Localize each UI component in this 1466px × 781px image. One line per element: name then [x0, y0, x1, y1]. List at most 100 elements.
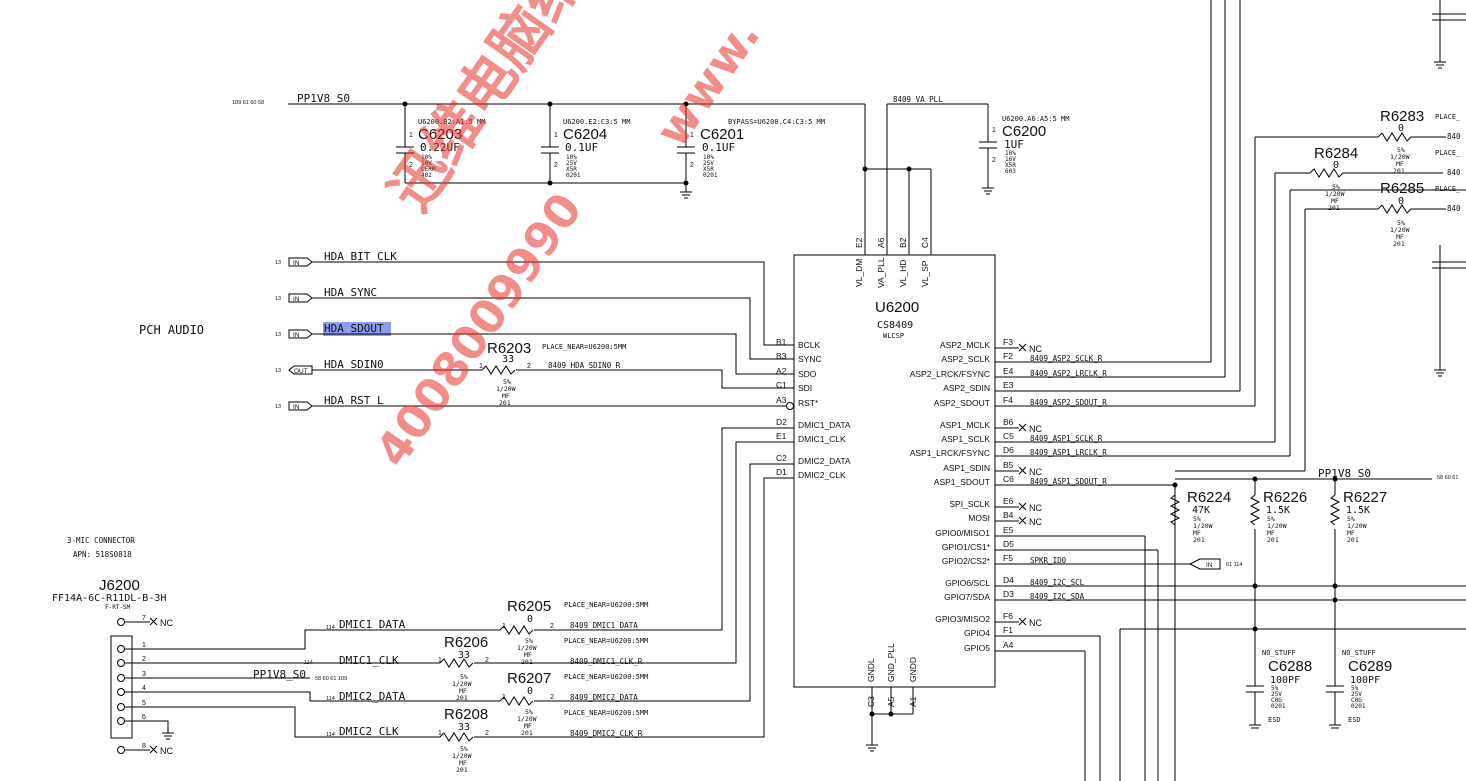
- svg-text:C6289: C6289: [1348, 658, 1392, 675]
- svg-text:C6288: C6288: [1268, 658, 1312, 675]
- svg-text:2: 2: [485, 730, 489, 737]
- spkr-id-offpage: IN 61 114: [1188, 558, 1242, 570]
- svg-text:10%: 10%: [703, 154, 714, 161]
- svg-text:GNDD: GNDD: [908, 657, 918, 682]
- svg-text:10%: 10%: [566, 154, 577, 161]
- svg-text:X5R: X5R: [1005, 162, 1016, 169]
- svg-text:C5: C5: [1003, 431, 1014, 441]
- svg-text:NO_STUFF: NO_STUFF: [1262, 649, 1296, 657]
- svg-text:1/20W: 1/20W: [452, 752, 472, 760]
- resistor-r6284: R6284 0 5% 1/20W MF 201 PLACE_ 840: [1309, 145, 1461, 212]
- svg-text:5%: 5%: [460, 745, 468, 753]
- svg-text:DMIC2_CLK: DMIC2_CLK: [339, 725, 399, 738]
- svg-text:BYPASS=U6200.C4:C3:5 MM: BYPASS=U6200.C4:C3:5 MM: [728, 118, 825, 126]
- svg-text:IN: IN: [293, 404, 300, 411]
- series-resistors-right: R6283 0 5% 1/20W MF 201 PLACE_ 840 R6284…: [1309, 0, 1466, 377]
- resistor-r6203: R6203 33 PLACE_NEAR=U6200:5MM 5% 1/20W M…: [479, 340, 626, 407]
- svg-text:1/20W: 1/20W: [452, 680, 472, 688]
- svg-text:APN: 518S0818: APN: 518S0818: [73, 550, 132, 559]
- right-pullups: PP1V8_S0 58 60 61 R6224 47K 5% 1/20W MF …: [1169, 467, 1458, 729]
- svg-text:8409_ASP2_LRCLK_R: 8409_ASP2_LRCLK_R: [1030, 369, 1107, 378]
- svg-text:10%: 10%: [421, 154, 432, 161]
- svg-text:GNDL: GNDL: [866, 658, 876, 682]
- svg-text:NC: NC: [1029, 344, 1042, 354]
- svg-text:E3: E3: [1003, 380, 1014, 390]
- selection-highlight: [323, 322, 391, 336]
- svg-text:8409_ASP2_SDOUT_R: 8409_ASP2_SDOUT_R: [1030, 398, 1107, 407]
- svg-text:1: 1: [142, 642, 146, 649]
- svg-text:ASP1_SCLK: ASP1_SCLK: [941, 434, 990, 444]
- svg-text:1: 1: [690, 132, 694, 139]
- svg-text:33: 33: [458, 650, 470, 661]
- svg-text:201: 201: [456, 694, 468, 702]
- svg-text:10V: 10V: [421, 160, 432, 167]
- nc-markers: NC NC NC NC NC NC: [995, 343, 1042, 628]
- watermark-number: 4008009990: [365, 183, 593, 476]
- svg-text:DMIC2_DATA: DMIC2_DATA: [339, 690, 406, 703]
- svg-text:5%: 5%: [1347, 515, 1355, 523]
- svg-text:114: 114: [326, 732, 335, 738]
- svg-text:33: 33: [502, 354, 514, 365]
- svg-text:R6227: R6227: [1343, 489, 1387, 506]
- svg-text:ASP2_LRCK/FSYNC: ASP2_LRCK/FSYNC: [910, 369, 990, 379]
- svg-text:840: 840: [1447, 204, 1461, 213]
- svg-text:0201: 0201: [566, 172, 581, 179]
- svg-text:B3: B3: [776, 351, 787, 361]
- hda-sdout-label[interactable]: HDA_SDOUT: [324, 322, 384, 335]
- svg-text:0: 0: [1398, 123, 1404, 134]
- svg-text:SPI_SCLK: SPI_SCLK: [949, 499, 990, 509]
- svg-text:8409_DMIC1_CLK_R: 8409_DMIC1_CLK_R: [570, 657, 643, 666]
- svg-text:ASP1_MCLK: ASP1_MCLK: [940, 420, 990, 430]
- svg-text:DMIC2_CLK: DMIC2_CLK: [798, 470, 846, 480]
- svg-text:R6285: R6285: [1380, 180, 1424, 197]
- svg-text:3-MIC CONNECTOR: 3-MIC CONNECTOR: [67, 536, 135, 545]
- svg-text:U6200.E2:C3:5 MM: U6200.E2:C3:5 MM: [563, 118, 630, 126]
- bypass-capacitors: U6200.B2:A1:5 MM C6203 0.22UF 10% 10V CE…: [396, 104, 825, 199]
- svg-text:58 60 61 109: 58 60 61 109: [315, 676, 347, 682]
- svg-text:NC: NC: [160, 618, 173, 628]
- svg-text:ASP2_SDOUT: ASP2_SDOUT: [934, 398, 990, 408]
- svg-text:R6206: R6206: [444, 634, 488, 651]
- svg-text:A2: A2: [776, 366, 787, 376]
- svg-text:13: 13: [275, 368, 281, 374]
- svg-text:MF: MF: [502, 392, 510, 400]
- svg-text:5%: 5%: [460, 673, 468, 681]
- top-power-rail: 109 61 60 58 PP1V8_S0: [232, 92, 866, 255]
- svg-text:25V: 25V: [1271, 691, 1282, 698]
- svg-text:MF: MF: [524, 722, 532, 730]
- svg-text:NO_STUFF: NO_STUFF: [1342, 649, 1376, 657]
- svg-text:R6224: R6224: [1187, 489, 1231, 506]
- svg-text:ASP2_SDIN: ASP2_SDIN: [943, 383, 990, 393]
- svg-text:D3: D3: [1003, 589, 1014, 599]
- svg-text:ASP1_SDIN: ASP1_SDIN: [943, 463, 990, 473]
- svg-text:MF: MF: [1267, 529, 1275, 537]
- svg-text:D2: D2: [776, 417, 787, 427]
- svg-text:1/20W: 1/20W: [517, 644, 537, 652]
- svg-text:114: 114: [326, 625, 335, 631]
- svg-text:8409_I2C_SCL: 8409_I2C_SCL: [1030, 578, 1085, 587]
- svg-text:R6284: R6284: [1314, 145, 1358, 162]
- ground-symbol: [680, 191, 692, 199]
- svg-text:201: 201: [1347, 536, 1359, 544]
- svg-text:CERM: CERM: [421, 166, 436, 173]
- svg-text:603: 603: [1005, 168, 1016, 175]
- svg-text:PLACE_NEAR=U6200:5MM: PLACE_NEAR=U6200:5MM: [564, 709, 648, 717]
- hda-sdin0: 13 OUT HDA_SDIN0 R6203 33 PLACE_NEAR=U62…: [275, 340, 794, 407]
- svg-text:13: 13: [275, 404, 281, 410]
- svg-text:F2: F2: [1003, 351, 1013, 361]
- hda-sdout[interactable]: 13 IN HDA_SDOUT: [275, 322, 794, 375]
- svg-text:U6200.A6:A5:5 MM: U6200.A6:A5:5 MM: [1002, 115, 1069, 123]
- chip-left-pins: BCLK B1 SYNC B3 SDO A2 SDI C1 RST* A3 DM…: [776, 337, 851, 480]
- svg-text:PLACE_NEAR=U6200:5MM: PLACE_NEAR=U6200:5MM: [564, 673, 648, 681]
- svg-text:BCLK: BCLK: [798, 340, 821, 350]
- svg-text:1: 1: [479, 363, 483, 370]
- svg-text:PLACE_NEAR=U6200:5MM: PLACE_NEAR=U6200:5MM: [542, 343, 626, 351]
- cap-note: U6200.B2:A1:5 MM: [418, 118, 485, 126]
- svg-text:MF: MF: [1193, 529, 1201, 537]
- svg-text:R6226: R6226: [1263, 489, 1307, 506]
- svg-text:J6200: J6200: [99, 577, 140, 594]
- svg-text:8409_ASP1_LRCLK_R: 8409_ASP1_LRCLK_R: [1030, 448, 1107, 457]
- svg-text:1.5K: 1.5K: [1346, 505, 1370, 516]
- svg-text:33: 33: [458, 722, 470, 733]
